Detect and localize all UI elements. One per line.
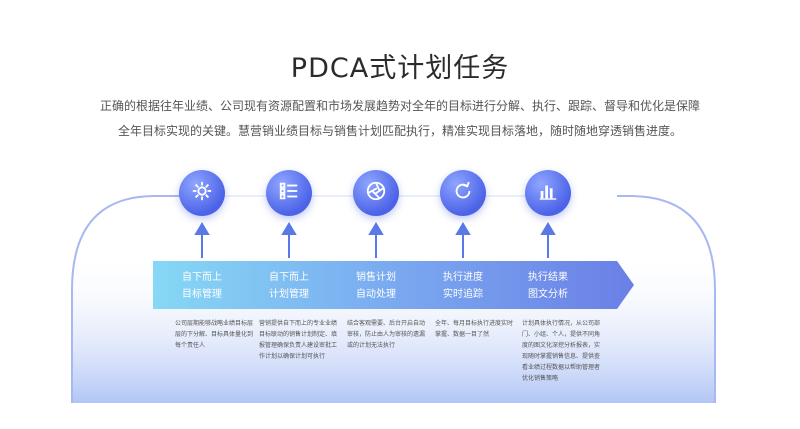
aperture-icon	[365, 180, 387, 206]
process-arrow-band	[153, 261, 634, 309]
loop-outline	[71, 195, 716, 403]
step-2-label-line-2: 计划管理	[269, 289, 309, 300]
step-3-description: 结合客观需要、后台开启自动审核，防止由人为审核的遗漏或的计划无法执行	[347, 320, 426, 349]
intro-text-line-2: 全年目标实现的关键。慧营销业绩目标与销售计划匹配执行，精准实现目标落地，随时随地…	[117, 124, 682, 138]
refresh-icon	[452, 180, 474, 206]
progress-tracking-icon-badge	[440, 170, 486, 216]
gear-icon	[191, 180, 213, 206]
page-title: PDCA式计划任务	[290, 53, 510, 84]
step-5-label-line-2: 图文分析	[528, 289, 568, 300]
step-3-label-line-2: 自动处理	[356, 289, 396, 300]
step-1-description: 公司层期能够战略业绩目标层层的下分解、目标具体量化到每个责任人	[175, 320, 254, 349]
step-4-label-line-2: 实时追踪	[443, 289, 483, 300]
auto-processing-icon-badge	[353, 170, 399, 216]
step-4-description: 全年、每月目标执行进度实时掌握、数据一目了然	[435, 320, 514, 338]
list-icon	[278, 180, 300, 206]
step-4-label: 执行进度 实时追踪	[425, 269, 501, 303]
step-5-description: 计划具体执行情况，从公司部门、小组、个人，提供不同角度的图文化深挖分析报表，实现…	[522, 320, 601, 382]
up-arrows	[194, 222, 556, 258]
step-5-label: 执行结果 图文分析	[510, 269, 586, 303]
step-1-label-line-2: 目标管理	[182, 289, 222, 300]
step-5-label-line-1: 执行结果	[528, 272, 568, 283]
step-2-label: 自下而上 计划管理	[251, 269, 327, 303]
result-analysis-icon-badge	[525, 170, 571, 216]
step-3-label: 销售计划 自动处理	[338, 269, 414, 303]
plan-management-icon-badge	[266, 170, 312, 216]
target-management-icon-badge	[179, 170, 225, 216]
step-2-label-line-1: 自下而上	[269, 272, 309, 283]
step-1-label-line-1: 自下而上	[182, 272, 222, 283]
step-1-label: 自下而上 目标管理	[164, 269, 240, 303]
step-3-label-line-1: 销售计划	[356, 272, 396, 283]
intro-text-line-1: 正确的根据往年业绩、公司现有资源配置和市场发展趋势对全年的目标进行分解、执行、跟…	[99, 99, 700, 113]
step-4-label-line-1: 执行进度	[443, 272, 483, 283]
bar-chart-icon	[537, 180, 559, 206]
step-2-description: 营销提供自下而上的专业业绩目标联动的销售计划制定、填报管理确保负责人建设审批工作…	[259, 320, 338, 360]
